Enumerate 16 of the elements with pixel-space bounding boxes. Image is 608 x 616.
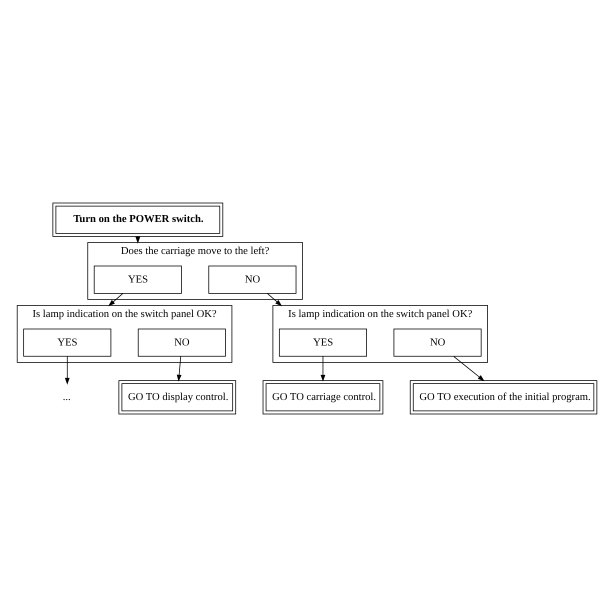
node-box: GO TO display control.: [118, 380, 236, 414]
node-box: NO: [394, 328, 482, 356]
node-box: NO: [138, 328, 226, 356]
node-box: GO TO carriage control.: [262, 380, 384, 414]
arrow: [64, 356, 70, 384]
arrow: [267, 292, 282, 306]
node-box: YES: [94, 265, 182, 294]
node-text: ...: [62, 392, 71, 403]
arrow: [453, 356, 485, 381]
node-box: NO: [208, 265, 296, 294]
node-box: YES: [23, 328, 112, 356]
node-box: YES: [278, 328, 367, 356]
node-box: GO TO execution of the initial program.: [410, 380, 598, 414]
arrow: [320, 356, 326, 382]
arrow: [108, 292, 124, 306]
arrow: [176, 356, 182, 382]
